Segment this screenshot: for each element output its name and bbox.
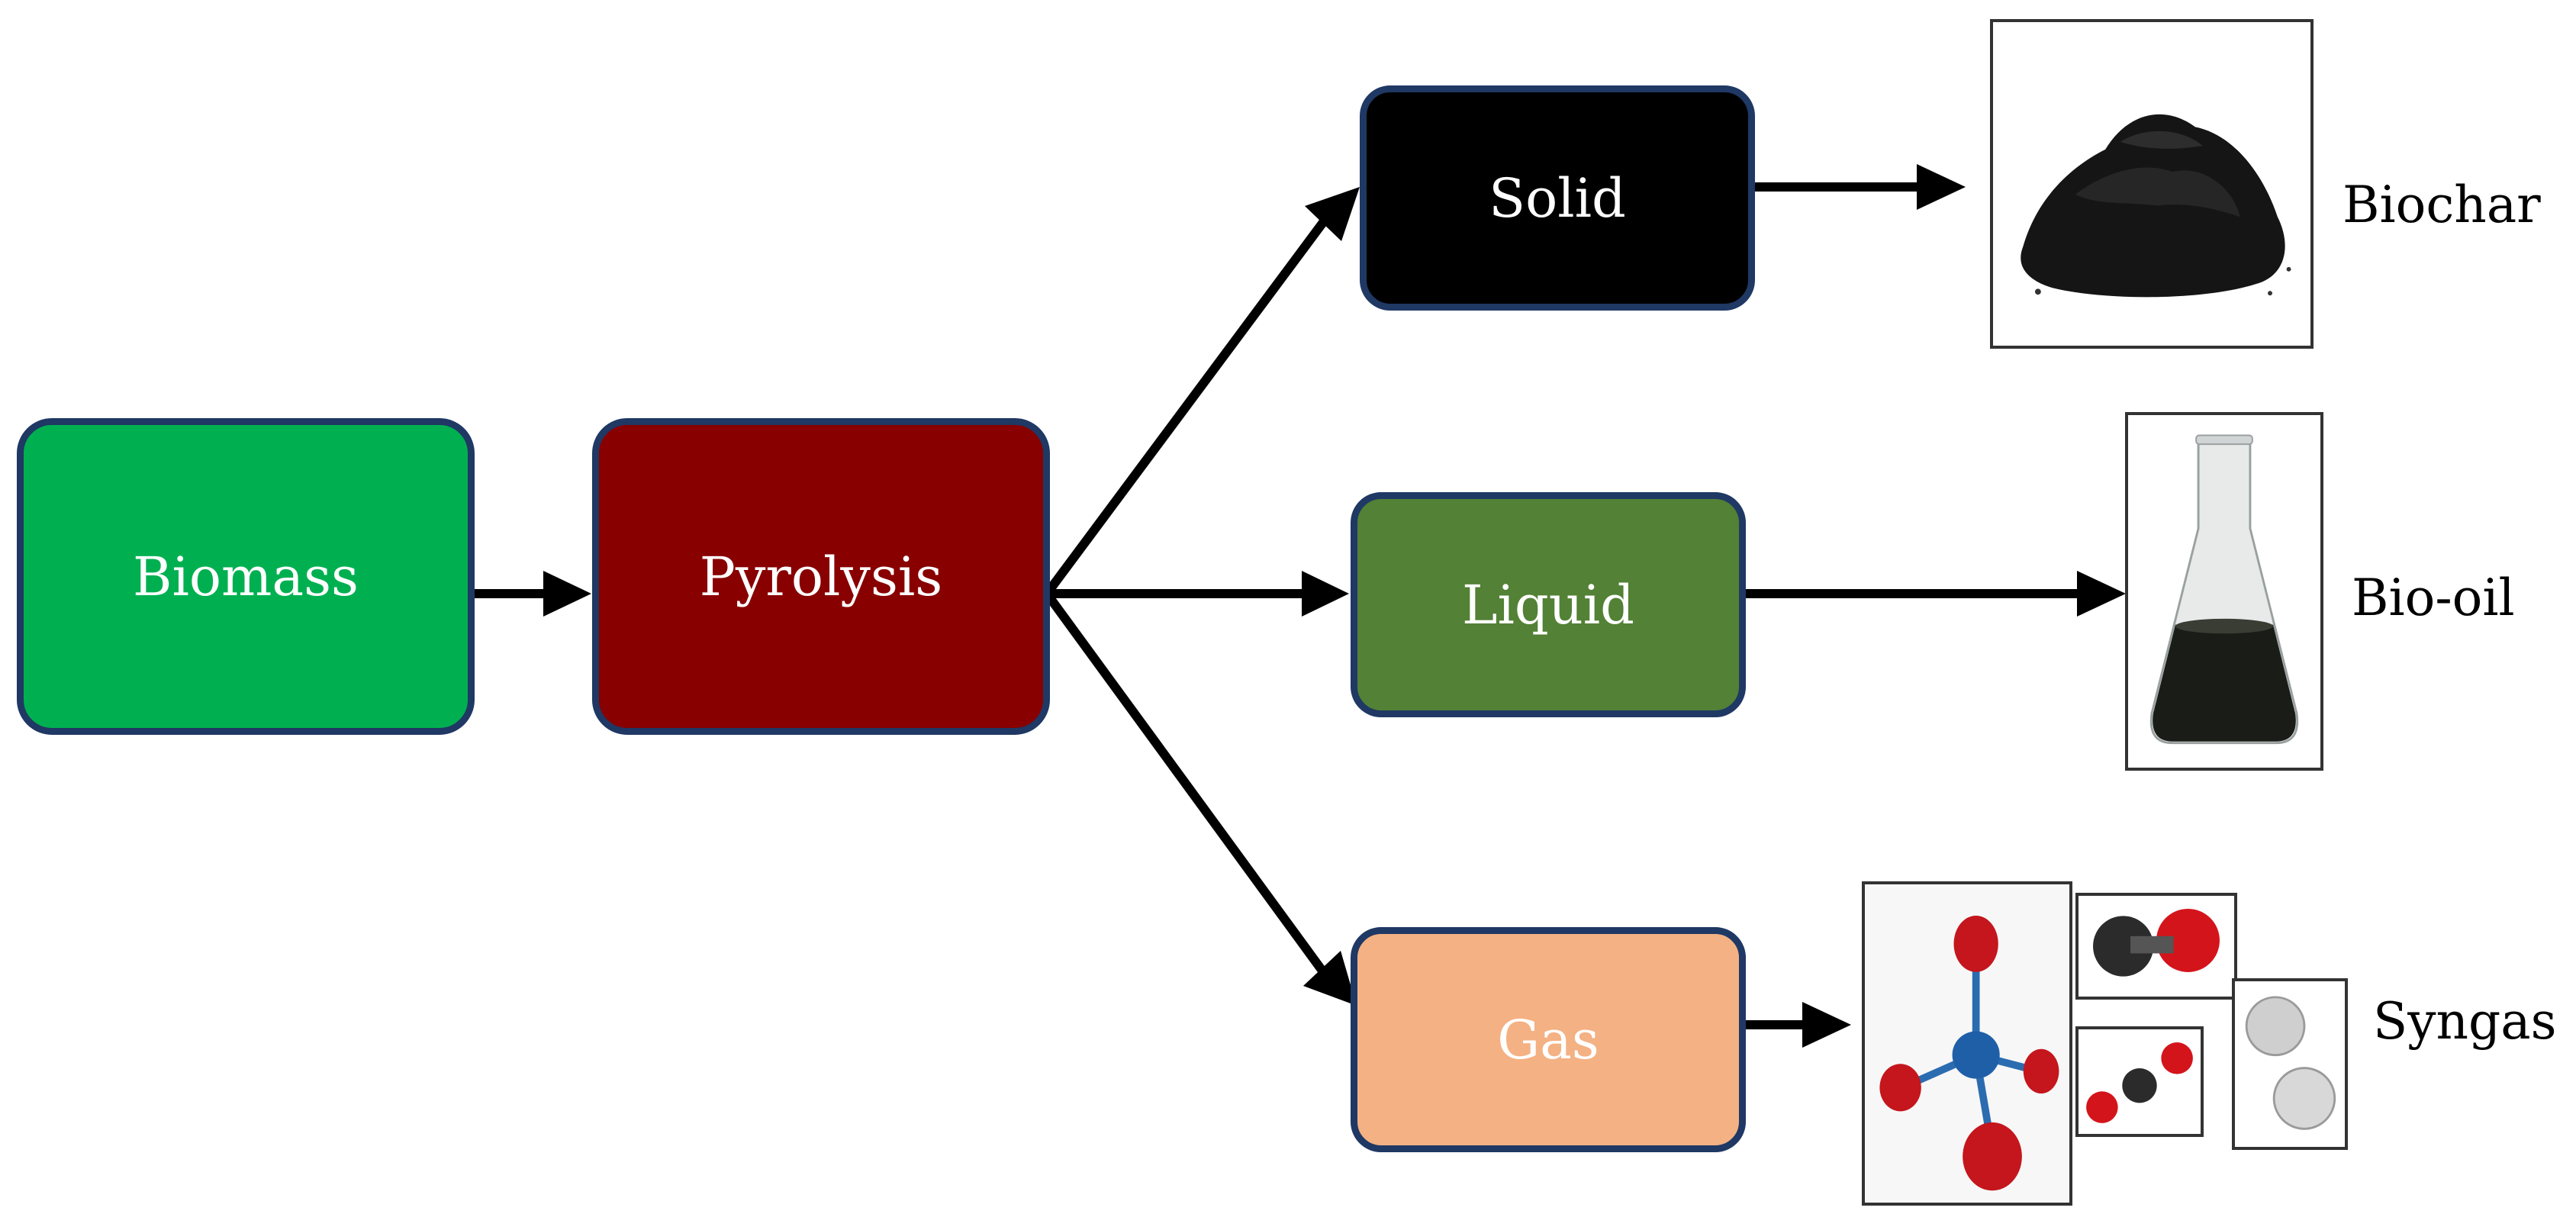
gas-node: Gas [1351, 927, 1746, 1152]
arrowhead-biomass-to-pyrolysis [543, 571, 591, 617]
gas-label: Gas [1497, 1008, 1599, 1071]
methane-molecule-image [1865, 886, 2069, 1201]
biomass-label: Biomass [133, 545, 359, 608]
co-image [2075, 1026, 2204, 1137]
solid-label: Solid [1489, 166, 1626, 230]
arrowhead-pyrolysis-to-solid [1305, 187, 1360, 241]
pyrolysis-label: Pyrolysis [699, 545, 943, 608]
co2-image [2075, 893, 2237, 1000]
biooil-image [2125, 412, 2323, 771]
hydrogen-molecule-image [2235, 982, 2345, 1146]
arrowhead-solid-to-biochar [1917, 164, 1966, 210]
carbon-dioxide-molecule-image [2080, 896, 2233, 997]
arrowhead-gas-to-syngas [1802, 1002, 1851, 1048]
h2-image [2232, 978, 2348, 1150]
biochar-label: Biochar [2343, 176, 2541, 234]
arrowhead-pyrolysis-to-gas [1303, 951, 1357, 1006]
solid-node: Solid [1360, 85, 1755, 311]
biochar-image [1990, 19, 2314, 349]
pyrolysis-node: Pyrolysis [592, 418, 1050, 735]
liquid-node: Liquid [1351, 492, 1746, 717]
liquid-label: Liquid [1462, 573, 1634, 636]
biooil-label: Bio-oil [2352, 568, 2515, 627]
carbon-monoxide-molecule-image [2079, 1029, 2201, 1134]
arrowhead-liquid-to-biooil [2077, 571, 2126, 617]
syngas-label: Syngas [2373, 992, 2557, 1051]
arrow-pyrolysis-to-solid [1043, 218, 1328, 597]
biochar-powder-image [1993, 22, 2310, 346]
arrow-pyrolysis-to-gas [1043, 591, 1328, 976]
methane-image [1862, 881, 2072, 1206]
bio-oil-flask-image [2128, 417, 2320, 765]
arrowhead-pyrolysis-to-liquid [1302, 571, 1349, 617]
biomass-node: Biomass [17, 418, 475, 735]
